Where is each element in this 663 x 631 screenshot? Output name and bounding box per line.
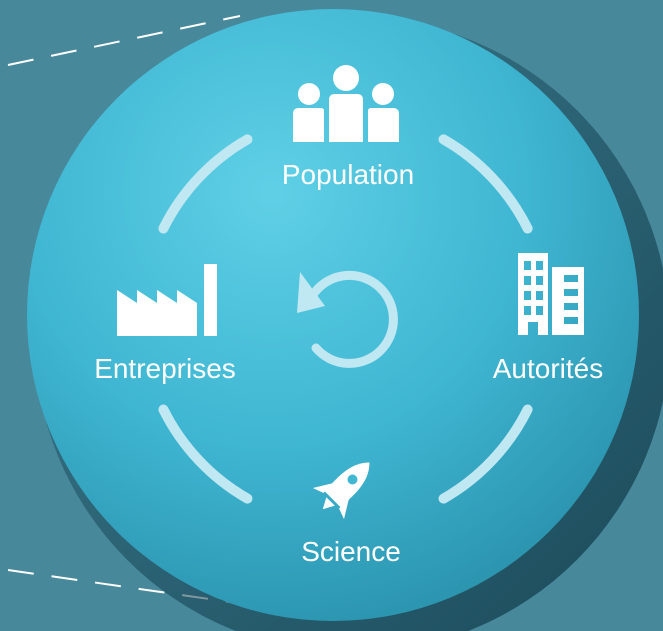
ring-arc-top-right xyxy=(438,134,533,234)
cycle-ring xyxy=(158,134,533,504)
ring-arc-bottom-right xyxy=(438,404,533,504)
ring-arc-top-left xyxy=(158,134,253,234)
ring-arc-bottom-left xyxy=(158,404,253,504)
cycle-arrow-icon xyxy=(297,270,398,368)
rocket-icon xyxy=(312,462,370,520)
factory-icon xyxy=(117,264,217,336)
building-icon xyxy=(518,253,584,335)
people-group-icon xyxy=(293,65,399,142)
dashed-connector-top xyxy=(7,15,241,66)
node-label-science: Science xyxy=(301,536,401,567)
node-label-autorites: Autorités xyxy=(493,353,604,384)
node-label-entreprises: Entreprises xyxy=(94,353,236,384)
node-label-population: Population xyxy=(282,159,414,190)
